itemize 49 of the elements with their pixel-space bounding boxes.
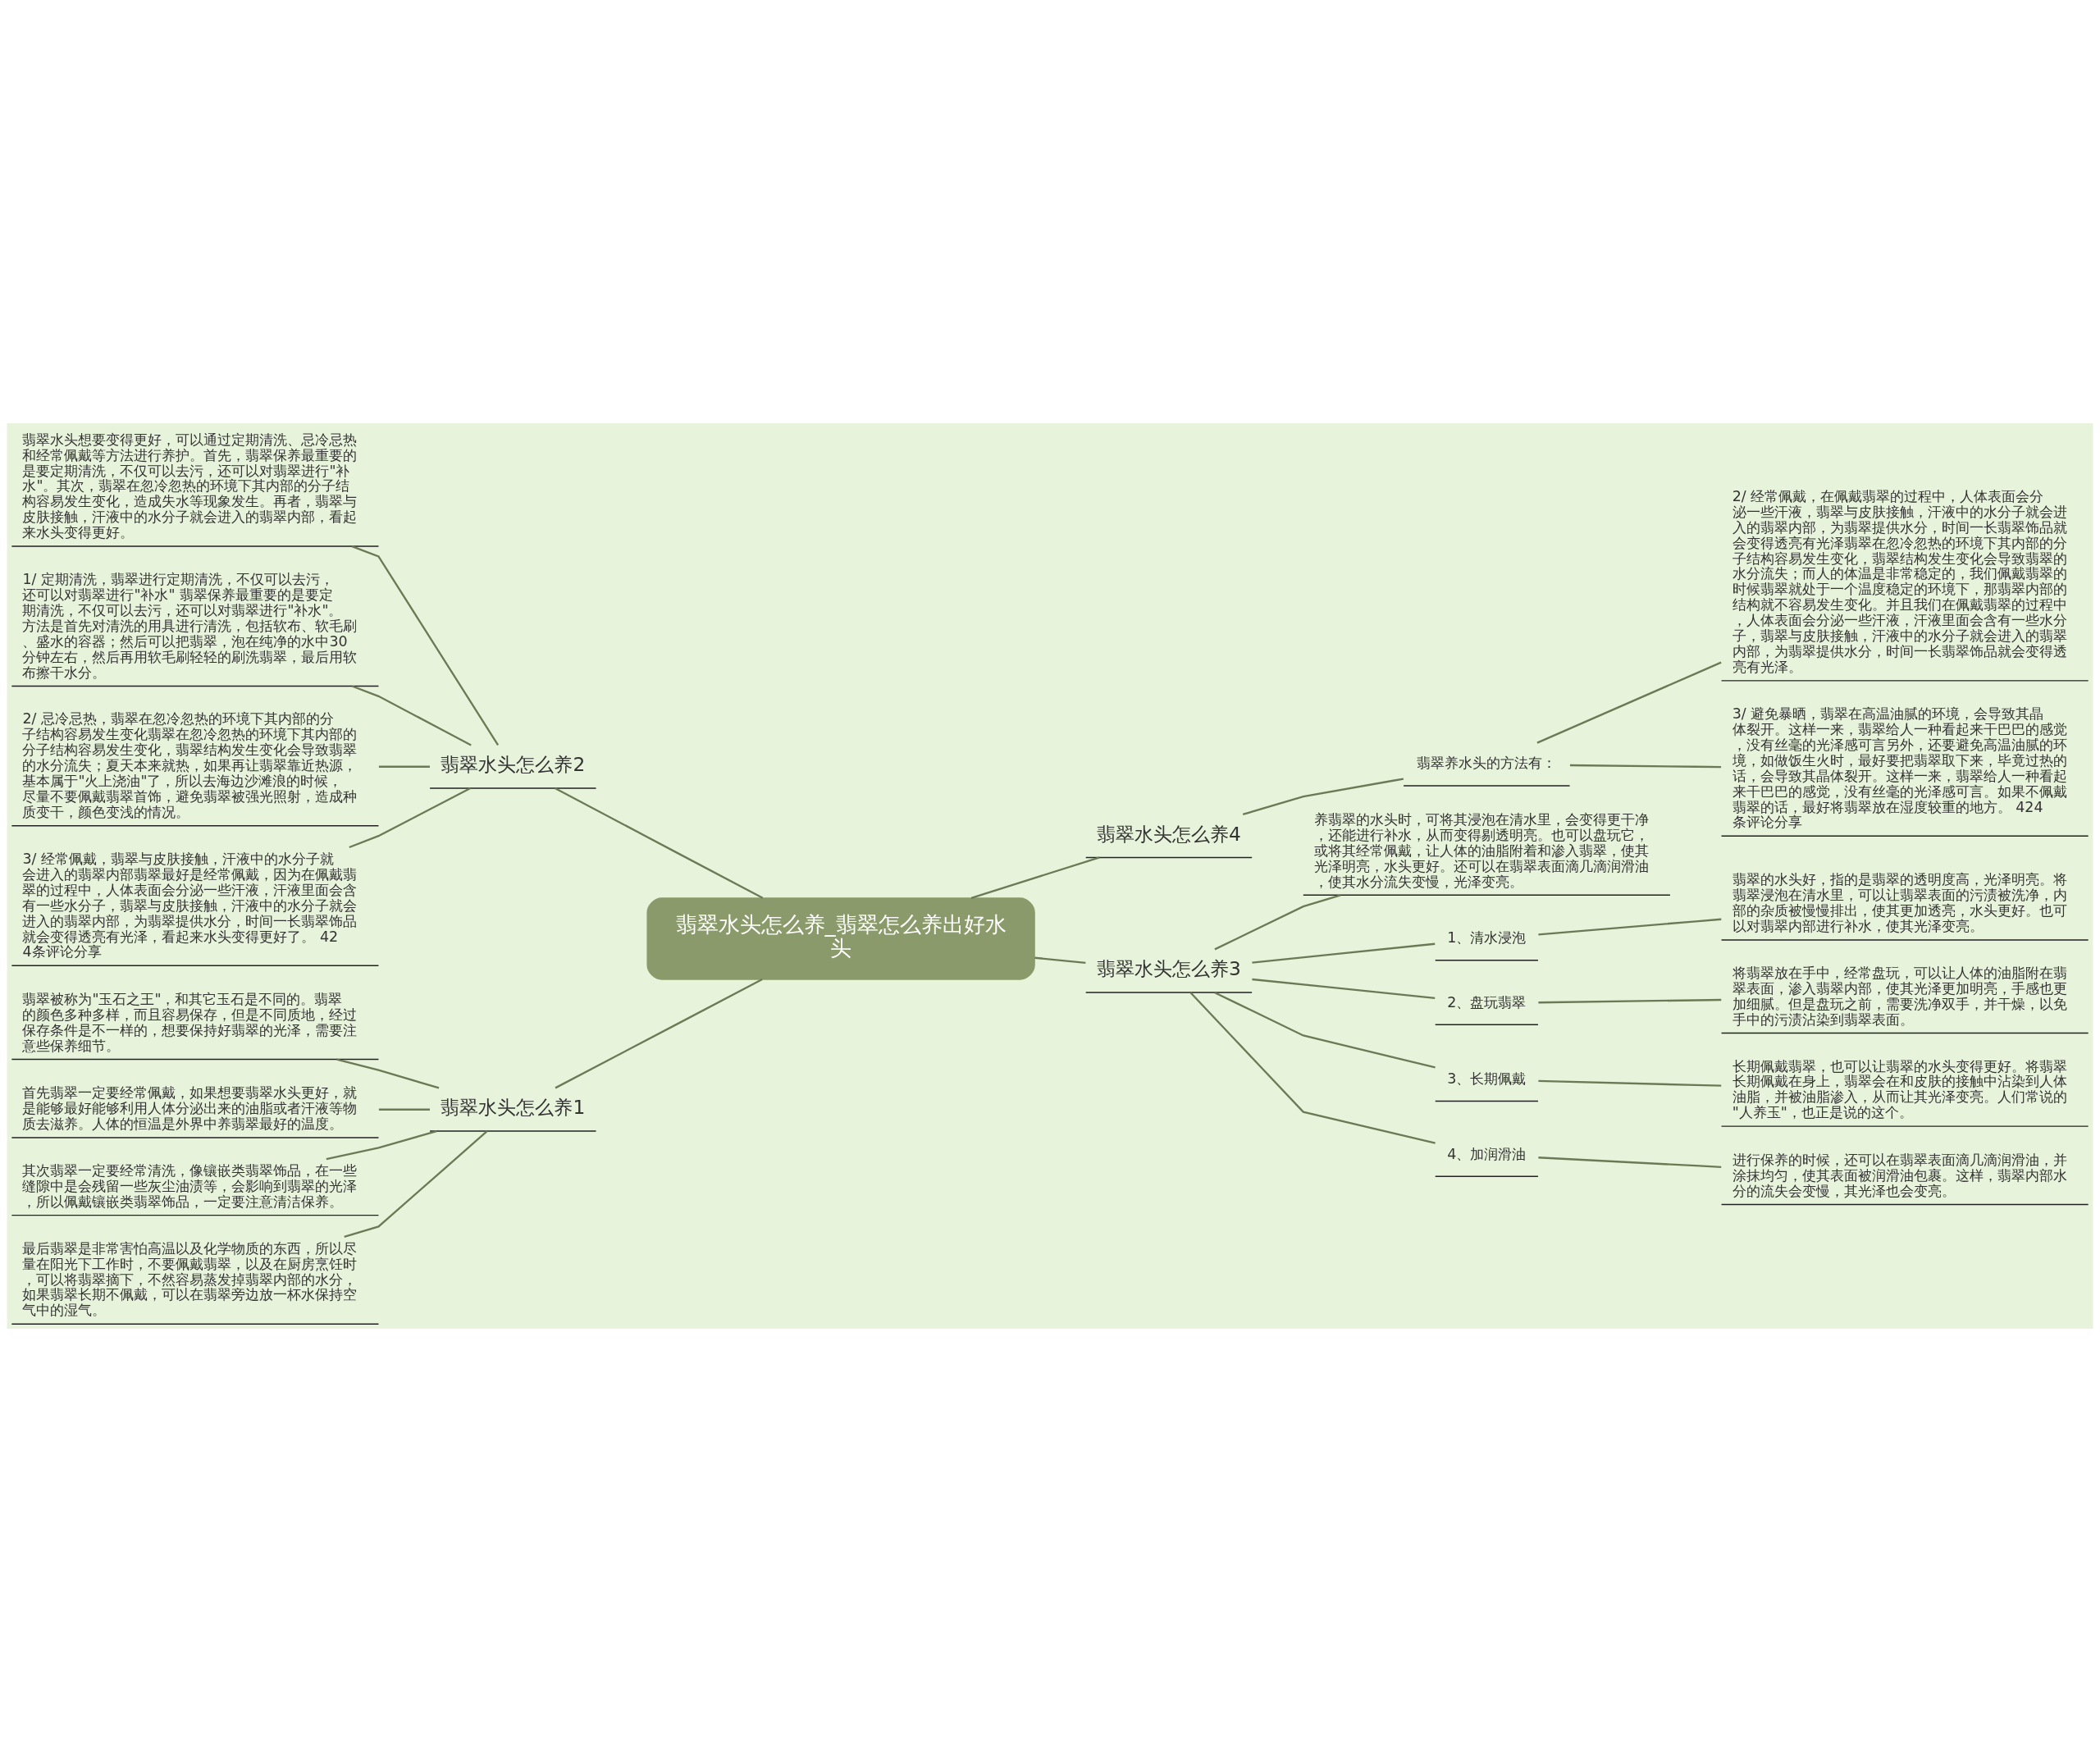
node-text: 翡翠水头怎么养3 <box>1097 957 1241 980</box>
node-text: 3、长期佩戴 <box>1447 1070 1527 1087</box>
node-box: 翡翠水头怎么养_翡翠怎么养出好水头 <box>646 897 1035 980</box>
node-text: 2、盘玩翡翠 <box>1447 993 1527 1011</box>
connector <box>1538 918 1722 936</box>
node-text: 3/ 避免暴晒，翡翠在高温油腻的环境，会导致其晶体裂开。这样一来，翡翠给人一种看起来干巴巴的感觉，没有丝毫的光泽感可言另外，还要避免高温油腻的环境，如做饭生火时，最好要把翡翠取下来，毕竟过热的话，会导致其晶体裂开。这样一来，翡翠给人一种看起来干巴巴的感觉，没有丝毫的光泽感可言。如果不佩戴翡翠的话，最好将翡翠放在湿度较重的地方。 424条评论分享 <box>1732 705 2067 831</box>
connector <box>1536 661 1722 744</box>
connector <box>1538 998 1722 1004</box>
connector <box>1252 978 1436 999</box>
connector <box>336 1058 440 1089</box>
node-text: 2/ 忌冷忌热，翡翠在忽冷忽热的环境下其内部的分子结构容易发生变化翡翠在忽冷忽热的环境下其内部的分子结构容易发生变化，翡翠结构发生变化会导致翡翠的水分流失；夏天本来就热，如果再让翡翠靠近热源，基本属于"火上浇油"了，所以去海边沙滩浪的时候，尽量不要佩戴翡翠首饰，避免翡翠被强光照射，造成种质变干，颜色变浅的情况。 <box>22 710 358 821</box>
node-text: 翡翠水头想要变得更好，可以通过定期清洗、忌冷忌热和经常佩戴等方法进行养护。首先，翡翠保养最重要的是要定期清洗，不仅可以去污，还可以对翡翠进行"补水"。其次，翡翠在忽冷忽热的环境下其内部的分子结构容易发生变化，造成失水等现象发生。再者，翡翠与皮肤接触，汗液中的水分子就会进入的翡翠内部，看起来水头变得更好。 <box>22 431 358 541</box>
node-text: 首先翡翠一定要经常佩戴，如果想要翡翠水头更好，就是能够最好能够利用人体分泌出来的油脂或者汗液等物质去滋养。人体的恒温是外界中养翡翠最好的温度。 <box>22 1084 358 1133</box>
node-text: 1/ 定期清洗，翡翠进行定期清洗，不仅可以去污，还可以对翡翠进行"补水" 翡翠保养最重要的是要定期清洗，不仅可以去污，还可以对翡翠进行"补水"。方法是首先对清洗的用具进行清洗，包括软布、软毛刷、盛水的容器；然后可以把翡翠，泡在纯净的水中30分钟左右，然后再用软毛刷轻轻的刷洗翡翠，最后用软布擦干水分。 <box>22 571 358 681</box>
connector <box>1214 992 1436 1069</box>
connector <box>555 787 764 899</box>
connector <box>555 979 763 1089</box>
connector <box>351 685 472 746</box>
connector <box>1538 1079 1722 1087</box>
connector <box>344 1130 488 1238</box>
node-text: 2/ 经常佩戴，在佩戴翡翠的过程中，人体表面会分泌一些汗液，翡翠与皮肤接触，汗液中的水分子就会进入的翡翠内部，为翡翠提供水分，时间一长翡翠饰品就会变得透亮有光泽翡翠在忽冷忽热的环境下其内部的分子结构容易发生变化，翡翠结构发生变化会导致翡翠的水分流失；而人的体温是非常稳定的，我们佩戴翡翠的时候翡翠就处于一个温度稳定的环境下，那翡翠内部的结构就不容易发生变化。并且我们在佩戴翡翠的过程中，人体表面会分泌一些汗液，汗液里面会含有一些水分子，翡翠与皮肤接触，汗液中的水分子就会进入的翡翠内部，为翡翠提供水分，时间一长翡翠饰品就会变得透亮有光泽。 <box>1732 487 2067 676</box>
connector <box>1242 778 1404 816</box>
node-text: 最后翡翠是非常害怕高温以及化学物质的东西，所以尽量在阳光下工作时，不要佩戴翡翠，以及在厨房烹饪时，可以将翡翠摘下，不然容易蒸发掉翡翠内部的水分，如果翡翠长期不佩戴，可以在翡翠旁边放一杯水保持空气中的湿气。 <box>22 1239 358 1319</box>
connector <box>1538 1157 1722 1168</box>
connector <box>378 765 430 768</box>
node-text: 翡翠的水头好，指的是翡翠的透明度高，光泽明亮。将翡翠浸泡在清水里，可以让翡翠表面的污渍被洗净，内部的杂质被慢慢排出，使其更加透亮，水头更好。也可以对翡翠内部进行补水，使其光泽变亮。 <box>1732 871 2067 935</box>
node-text: 将翡翠放在手中，经常盘玩，可以让人体的油脂附在翡翠表面，渗入翡翠内部，使其光泽更加明亮，手感也更加细腻。但是盘玩之前，需要洗净双手，并干燥，以免手中的污渍沾染到翡翠表面。 <box>1732 964 2067 1028</box>
node-text: 翡翠水头怎么养2 <box>441 753 586 776</box>
connector <box>1252 942 1436 964</box>
node-text: 其次翡翠一定要经常清洗，像镶嵌类翡翠饰品，在一些缝隙中是会残留一些灰尘油渍等，会影响到翡翠的光泽，所以佩戴镶嵌类翡翠饰品，一定要注意清洁保养。 <box>22 1161 358 1210</box>
connector <box>326 1129 437 1161</box>
connector <box>970 856 1100 899</box>
node-text: 长期佩戴翡翠，也可以让翡翠的水头变得更好。将翡翠长期佩戴在身上，翡翠会在和皮肤的接触中沾染到人体油脂，并被油脂渗入，从而让其光泽变亮。人们常说的"人养玉"，也正是说的这个。 <box>1732 1057 2067 1121</box>
connector <box>351 545 500 746</box>
node-text: 翡翠水头怎么养1 <box>441 1096 586 1119</box>
connector <box>1189 992 1436 1144</box>
node-text: 3/ 经常佩戴，翡翠与皮肤接触，汗液中的水分子就会进入的翡翠内部翡翠最好是经常佩戴，因为在佩戴翡翠的过程中，人体表面会分泌一些汗液，汗液里面会含有一些水分子，翡翠与皮肤接触，汗液中的水分子就会进入的翡翠内部，为翡翠提供水分，时间一长翡翠饰品就会变得透亮有光泽，看起来水头变得更好了。 424条评论分享 <box>22 850 358 960</box>
node-text: 养翡翠的水头时，可将其浸泡在清水里，会变得更干净，还能进行补水，从而变得剔透明亮。也可以盘玩它，或将其经常佩戴，让人体的油脂附着和渗入翡翠，使其光泽明亮，水头更好。还可以在翡翠表面滴几滴润滑油，使其水分流失变慢，光泽变亮。 <box>1313 810 1649 890</box>
connector <box>378 1108 430 1111</box>
node-text: 翡翠水头怎么养4 <box>1097 822 1241 845</box>
connector <box>1034 956 1086 965</box>
node-text: 翡翠养水头的方法有： <box>1417 755 1557 772</box>
node-text: 4、加润滑油 <box>1447 1145 1527 1162</box>
node-text: 翡翠被称为"玉石之王"，和其它玉石是不同的。翡翠的颜色多种多样，而且容易保存，但是不同质地，经过保存条件是不一样的，想要保持好翡翠的光泽，需要注意些保养细节。 <box>22 990 358 1054</box>
connector <box>1569 764 1722 769</box>
node-text: 1、清水浸泡 <box>1447 928 1527 946</box>
connector <box>1214 894 1341 951</box>
connector <box>349 787 471 849</box>
node-text: 进行保养的时候，还可以在翡翠表面滴几滴润滑油，并涂抹均匀，使其表面被润滑油包裹。这样，翡翠内部水分的流失会变慢，其光泽也会变亮。 <box>1732 1151 2067 1199</box>
